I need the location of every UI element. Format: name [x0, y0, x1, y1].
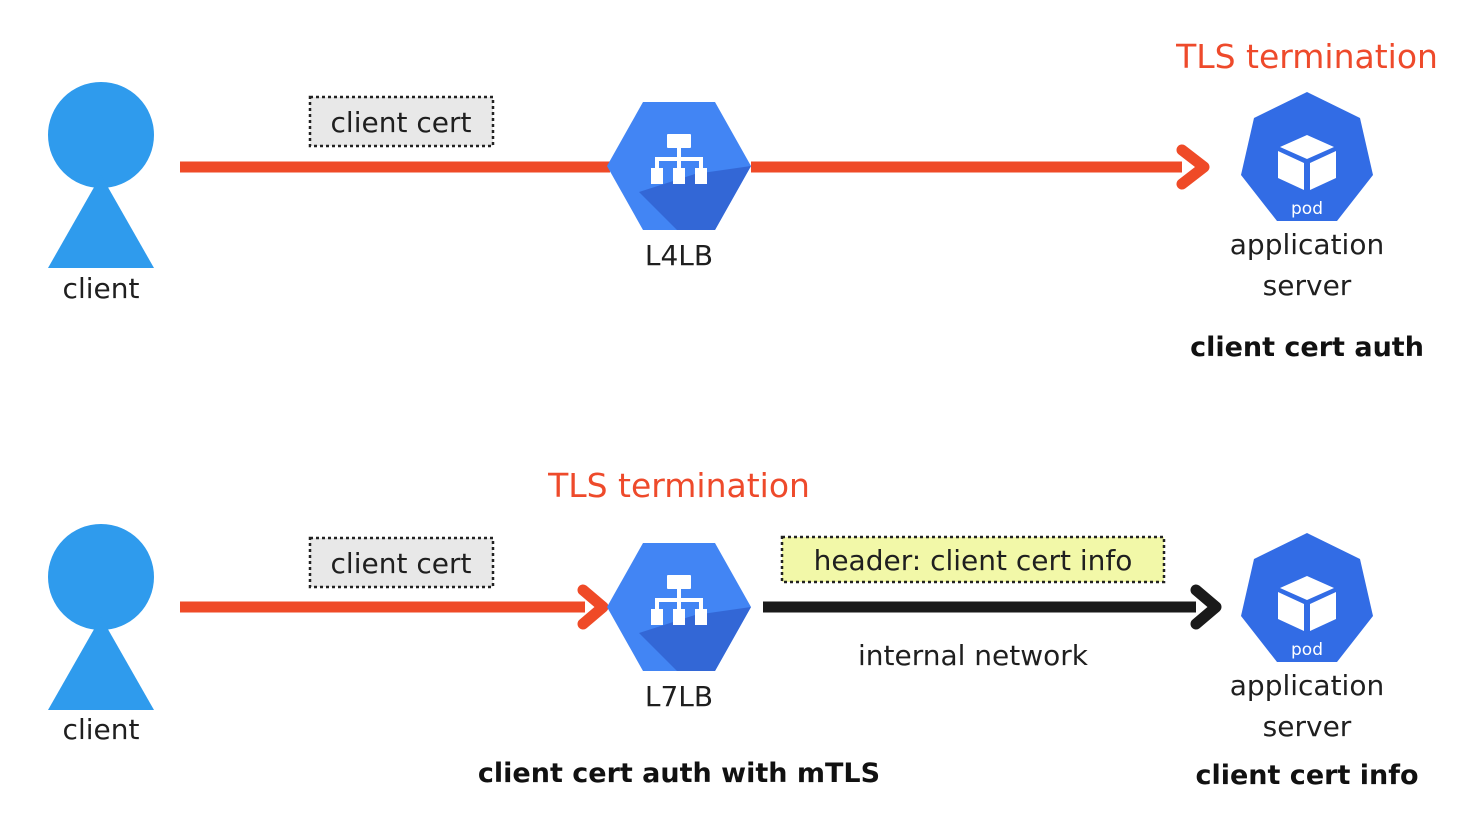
load-balancer-icon — [607, 543, 751, 671]
bottom-caption-right: client cert info — [1195, 760, 1418, 791]
cube-icon — [1278, 576, 1336, 631]
bottom-lb-label: L7LB — [645, 680, 713, 713]
top-tls-label: TLS termination — [1175, 37, 1438, 76]
kubernetes-pod-icon: pod — [1241, 533, 1373, 662]
person-icon — [48, 82, 154, 268]
top-caption: client cert auth — [1190, 332, 1424, 363]
bottom-tls-label: TLS termination — [547, 466, 810, 505]
bottom-header-tag-text: header: client cert info — [814, 544, 1133, 577]
top-flow: client client cert L4LB — [48, 37, 1438, 363]
cube-icon — [1278, 135, 1336, 190]
bottom-header-tag: header: client cert info — [780, 535, 1166, 584]
top-client-cert-tag: client cert — [308, 95, 495, 148]
bottom-flow: client client cert TLS termination — [48, 466, 1419, 791]
bottom-pod-text: pod — [1291, 640, 1323, 660]
bottom-client-label: client — [63, 713, 140, 746]
top-pod-text: pod — [1291, 199, 1323, 219]
kubernetes-pod-icon: pod — [1241, 92, 1373, 221]
top-server-label-line2: server — [1263, 269, 1352, 302]
bottom-arrow-head-black — [1190, 584, 1222, 630]
bottom-client-cert-tag-text: client cert — [331, 547, 472, 580]
top-client-cert-tag-text: client cert — [331, 106, 472, 139]
bottom-server-label-line1: application — [1230, 669, 1384, 702]
top-client-label: client — [63, 272, 140, 305]
top-server-label-line1: application — [1230, 228, 1384, 261]
top-lb-label: L4LB — [645, 239, 713, 272]
bottom-server-label-line2: server — [1263, 710, 1352, 743]
bottom-client-cert-tag: client cert — [308, 536, 495, 589]
load-balancer-icon — [607, 102, 751, 230]
bottom-network-label: internal network — [858, 639, 1089, 672]
person-icon — [48, 524, 154, 710]
bottom-arrow-head-red — [577, 584, 609, 630]
bottom-caption-left: client cert auth with mTLS — [478, 758, 880, 789]
top-arrow-head — [1176, 144, 1210, 190]
